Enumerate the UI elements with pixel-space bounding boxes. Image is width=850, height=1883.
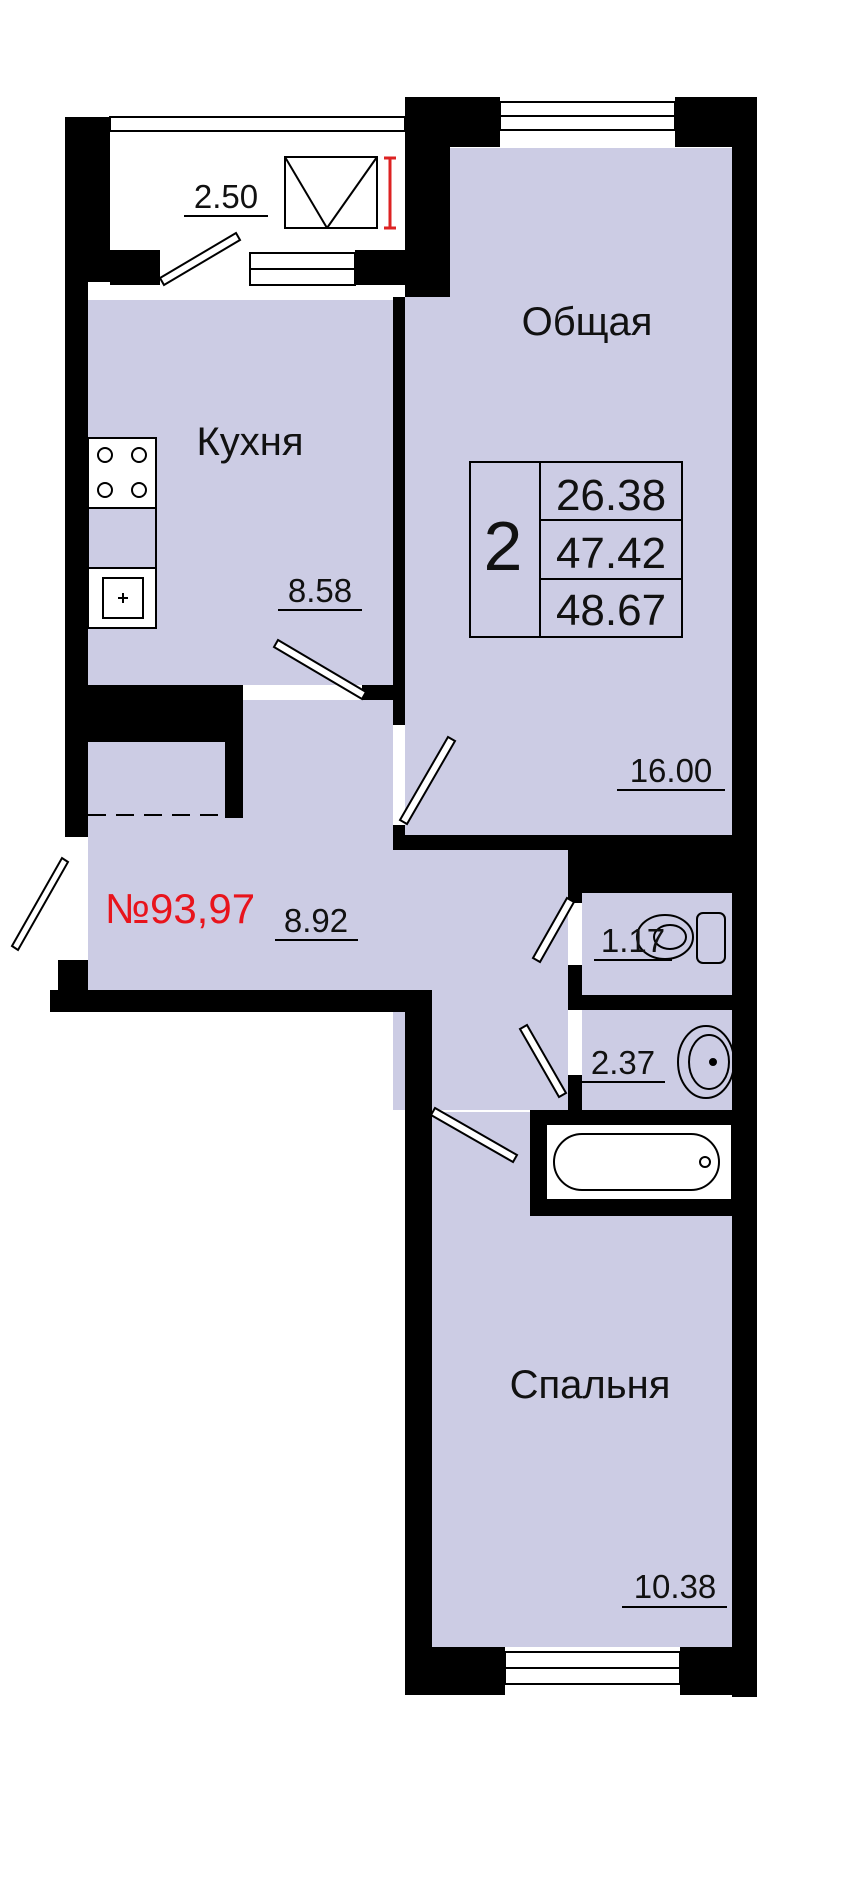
- bath-left-wall-lower: [568, 1075, 582, 1115]
- living-left-pier: [405, 97, 450, 297]
- living-floor: [405, 148, 732, 835]
- bedroom-bottom-wall-right: [680, 1647, 757, 1695]
- bedroom-door: [429, 1106, 519, 1164]
- bedroom-label: Спальня: [510, 1363, 671, 1407]
- balcony-area: 2.50: [194, 178, 258, 215]
- kitchen-door: [272, 638, 368, 701]
- bedroom-left-wall: [405, 990, 432, 1695]
- bathtub: [545, 1123, 733, 1201]
- kitchen-left-wall: [65, 282, 88, 837]
- wc-left-wall-upper: [568, 893, 582, 903]
- doors: [10, 231, 576, 1164]
- outer-right-wall: [732, 97, 757, 1697]
- kitchen-sink: [87, 567, 157, 629]
- kitchen-area: 8.58: [288, 572, 352, 609]
- bath-tub-niche-left: [530, 1110, 546, 1215]
- living-label: Общая: [522, 300, 653, 344]
- balcony-rail: [109, 116, 406, 132]
- hall-bottom-wall: [50, 990, 427, 1012]
- bedroom-area: 10.38: [634, 1568, 717, 1605]
- wc-left-wall-lower: [568, 965, 582, 1010]
- hall-area: 8.92: [284, 902, 348, 939]
- walls: [50, 97, 757, 1697]
- bedroom-bottom-wall-left: [405, 1647, 505, 1695]
- kitchen-door-jamb: [362, 685, 405, 700]
- kitchen-right-wall: [393, 297, 405, 687]
- total-area: 47.42: [556, 529, 666, 578]
- stove: [87, 437, 157, 509]
- area-summary: [469, 461, 683, 638]
- room-floors: [88, 148, 732, 1647]
- kitchen-bottom-wall: [88, 685, 243, 742]
- storage-pier: [225, 700, 243, 818]
- rooms-count: 2: [484, 507, 523, 585]
- balcony-pier-left: [110, 250, 160, 285]
- bath-sink: [677, 1025, 735, 1099]
- kitchen-label: Кухня: [196, 420, 303, 464]
- bath-tub-niche-bottom: [530, 1200, 757, 1216]
- balcony-left-wall: [65, 117, 110, 282]
- fixtures: [87, 156, 735, 1201]
- balcony-pier-right: [355, 250, 405, 285]
- wc-top-wall: [568, 850, 757, 893]
- living-bottom-wall: [393, 835, 757, 850]
- apartment-number: №93,97: [105, 885, 255, 932]
- wc-door: [531, 896, 576, 964]
- bath-door: [518, 1023, 568, 1099]
- living-door: [398, 735, 457, 826]
- living-area-total: 26.38: [556, 471, 666, 520]
- underlines: [184, 215, 727, 1608]
- total-with-balcony: 48.67: [556, 586, 666, 635]
- balcony-door: [158, 231, 242, 287]
- windows: [109, 101, 681, 1685]
- balcony-storage: [284, 156, 396, 230]
- hall-right-wall-upper: [393, 700, 405, 725]
- bath-area: 2.37: [591, 1044, 655, 1081]
- wc-area: 1.17: [601, 922, 665, 959]
- entrance-door: [10, 856, 70, 952]
- bath-bottom-wall: [530, 1110, 757, 1125]
- living-area: 16.00: [630, 752, 713, 789]
- wc-bath-divider: [582, 995, 732, 1010]
